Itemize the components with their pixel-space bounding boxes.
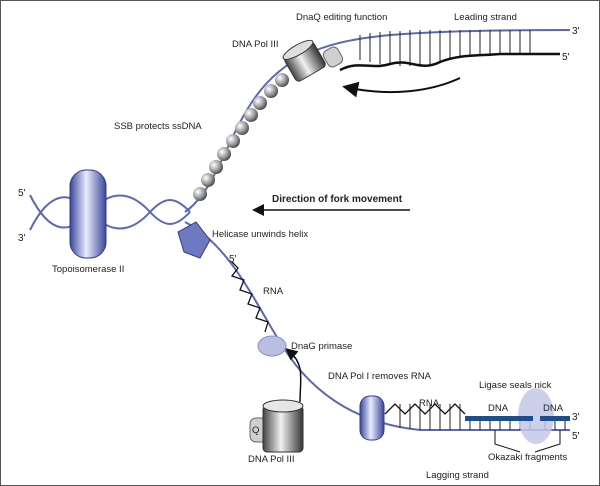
label-q: Q (252, 425, 259, 436)
label-dna-pol-iii-bottom: DNA Pol III (248, 454, 294, 465)
dna-pol-iii-bottom-icon (249, 399, 304, 453)
label-ligase: Ligase seals nick (479, 380, 552, 391)
topoisomerase-icon (69, 169, 107, 259)
end-top-right-5: 5' (562, 52, 570, 63)
label-helicase: Helicase unwinds helix (212, 229, 308, 240)
label-rna-primer: RNA (263, 286, 284, 297)
helicase-icon (177, 221, 211, 259)
end-bottom-right-5: 5' (572, 431, 580, 442)
leading-synthesis-arrow (342, 77, 461, 98)
label-leading-strand: Leading strand (454, 12, 517, 23)
label-rna: RNA (419, 398, 440, 409)
label-dna-2: DNA (543, 403, 564, 414)
end-left-3: 3' (18, 233, 26, 244)
end-rna-5: 5' (229, 254, 237, 265)
label-dnaq: DnaQ editing function (296, 12, 387, 23)
label-okazaki: Okazaki fragments (488, 452, 567, 463)
recycle-arrow (285, 348, 302, 403)
dnag-primase-icon (257, 335, 287, 357)
label-dna-pol-iii-top: DNA Pol III (232, 39, 278, 50)
dna-pol-i-icon (359, 395, 385, 441)
dna-pol-iii-top-icon (282, 39, 344, 82)
label-fork-direction: Direction of fork movement (272, 194, 403, 205)
label-dna-pol-i: DNA Pol I removes RNA (328, 371, 432, 382)
label-dna-1: DNA (488, 403, 509, 414)
ligase-icon (518, 388, 554, 444)
end-bottom-right-3: 3' (572, 412, 580, 423)
end-left-5: 5' (18, 188, 26, 199)
label-lagging-strand: Lagging strand (426, 470, 489, 481)
label-ssb: SSB protects ssDNA (114, 121, 202, 132)
label-dnag-primase: DnaG primase (291, 341, 352, 352)
end-top-right-3: 3' (572, 26, 580, 37)
okazaki-fragments (465, 416, 570, 453)
parental-helix (29, 194, 191, 231)
ssb-proteins (193, 73, 289, 201)
label-topoisomerase: Topoisomerase II (52, 264, 124, 275)
leading-strand (184, 29, 571, 213)
